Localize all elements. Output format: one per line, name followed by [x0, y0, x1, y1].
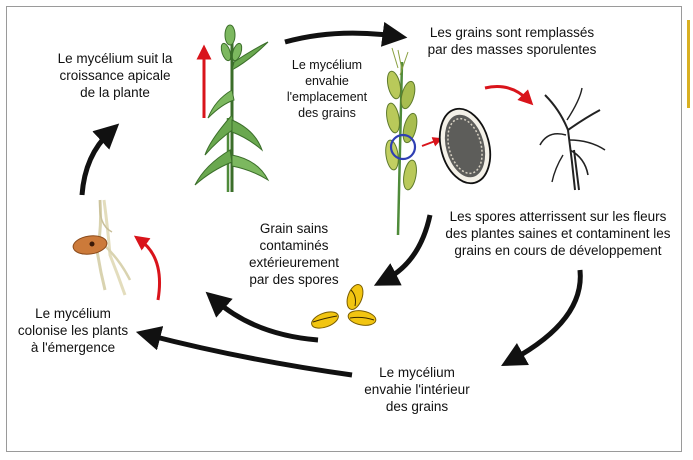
diagram-frame — [6, 6, 682, 452]
dry-ear-illustration — [539, 87, 606, 191]
growth-arrow-spores — [484, 85, 534, 106]
accent-bar — [687, 20, 690, 108]
cycle-arrow-top — [284, 21, 408, 47]
label-replaced-grains: Les grains sont remplassés par des masse… — [427, 25, 597, 57]
cycle-arrow-mid — [373, 214, 433, 286]
spore-mass-illustration — [438, 107, 492, 185]
growth-arrow-ear — [421, 137, 443, 147]
label-colonizes-seedlings: Le mycélium colonise les plants à l'émer… — [17, 306, 129, 355]
cycle-arrow-grains-to-seedling — [205, 291, 319, 343]
wheat-plant-illustration — [194, 24, 270, 192]
label-contaminated-grains: Grain sains contaminés extérieurement pa… — [248, 221, 340, 287]
growth-arrow-seedling — [133, 235, 162, 301]
label-spores-land: Les spores atterrissent sur les fleurs d… — [445, 209, 671, 258]
cycle-arrow-bottom — [135, 326, 353, 378]
wheat-ear-illustration — [385, 47, 418, 236]
label-invades-grain-interior: Le mycélium envahie l'intérieur des grai… — [364, 365, 470, 414]
cycle-arrow-right — [501, 269, 583, 367]
cycle-arrow-left — [79, 123, 120, 196]
label-apical-growth: Le mycélium suit la croissance apicale d… — [57, 51, 173, 100]
grain-illustration — [311, 284, 377, 329]
label-invades-grain-site: Le mycélium envahie l'emplacement des gr… — [286, 58, 368, 120]
highlight-circle — [389, 133, 417, 161]
seedling-illustration — [72, 199, 132, 296]
